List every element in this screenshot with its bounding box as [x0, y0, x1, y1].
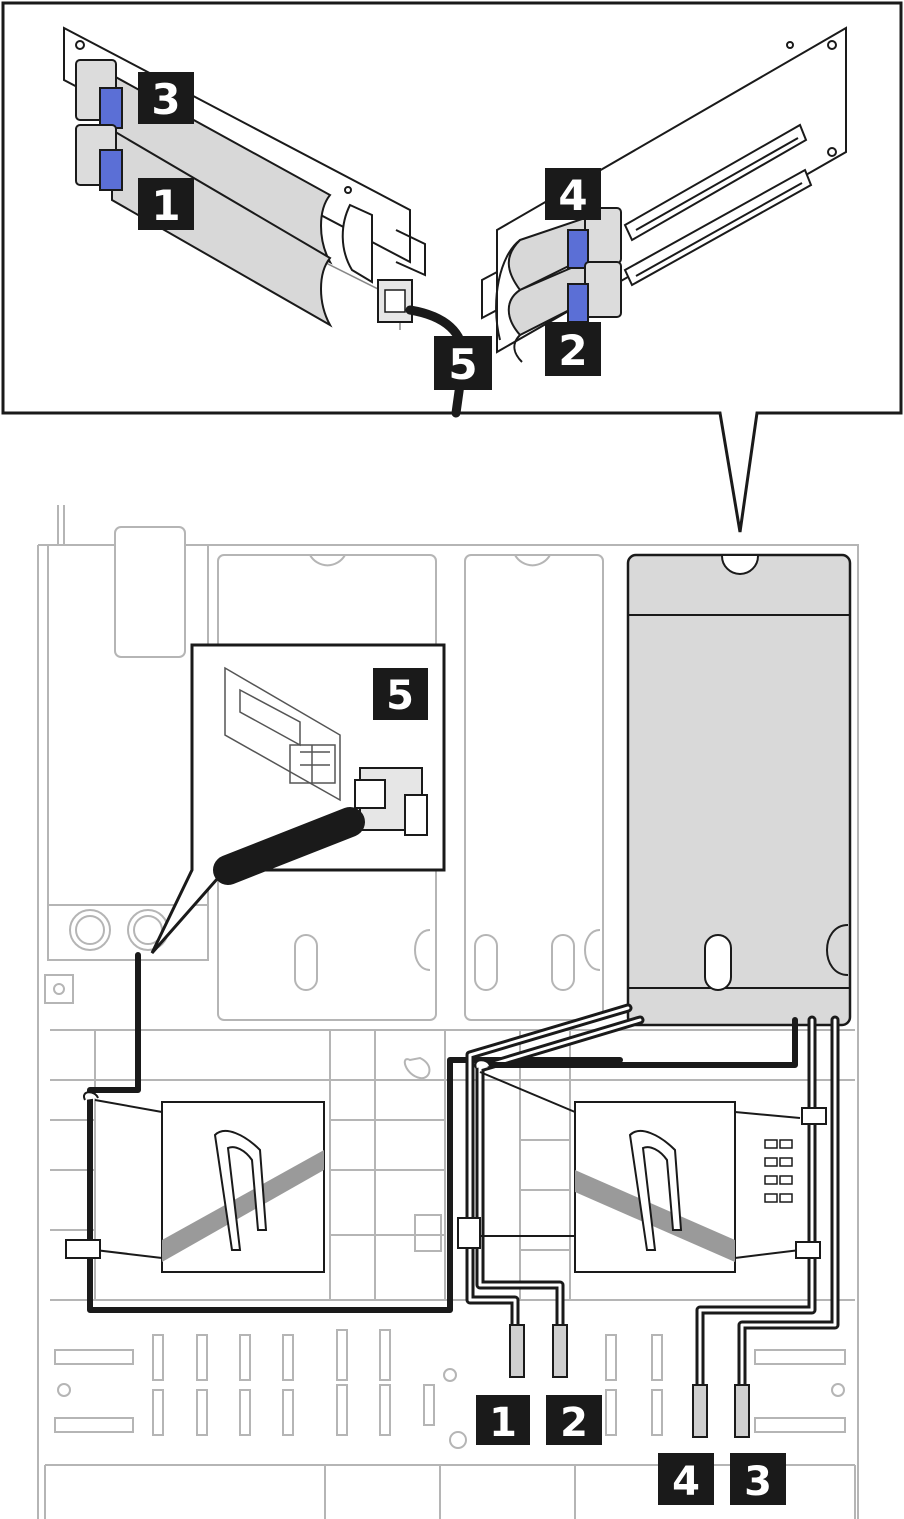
riser-cage-3 [626, 553, 852, 1027]
svg-text:5: 5 [386, 673, 414, 719]
riser-callout: 3 1 4 2 5 [1, 1, 903, 533]
power-cable-route [87, 952, 623, 1313]
connector-1 [75, 124, 123, 191]
dimm-slots [54, 1329, 846, 1449]
power-connector [377, 279, 413, 323]
svg-text:3: 3 [151, 75, 180, 124]
riser-bay-2 [464, 554, 604, 1021]
label-4-top: 4 [545, 168, 601, 220]
cable-end-2 [552, 1324, 568, 1378]
pull-tab-4 [567, 229, 589, 269]
label-1-bottom: 1 [476, 1395, 530, 1446]
fan-hole-left [69, 909, 111, 951]
label-4-bottom: 4 [658, 1453, 714, 1505]
cable-clips [65, 1059, 827, 1259]
power-detail-inset: 5 [150, 643, 446, 954]
svg-text:5: 5 [448, 340, 477, 389]
label-5-top: 5 [434, 336, 492, 390]
cable-end-3 [734, 1384, 750, 1438]
connector-2 [567, 261, 622, 323]
pull-tab-2 [567, 283, 589, 323]
label-2-top: 2 [545, 322, 601, 376]
svg-text:3: 3 [744, 1459, 772, 1505]
heatsink-right [574, 1101, 793, 1273]
svg-text:4: 4 [672, 1459, 700, 1505]
chassis-outline [37, 544, 859, 1519]
heatsink-left [161, 1101, 325, 1273]
cable-4-route [487, 1017, 798, 1068]
label-5-inset: 5 [373, 668, 428, 720]
svg-text:2: 2 [558, 326, 587, 375]
pull-tab-3 [99, 87, 123, 129]
svg-text:1: 1 [489, 1400, 517, 1446]
chassis-cables [87, 952, 840, 1390]
pull-tab-1 [99, 149, 123, 191]
svg-text:1: 1 [151, 181, 180, 230]
label-3-top: 3 [138, 72, 194, 124]
connector-3 [75, 59, 123, 129]
label-2-bottom: 2 [546, 1395, 602, 1446]
cable-end-4 [692, 1384, 708, 1438]
cable-ends [509, 1324, 750, 1438]
inset-power-cable [213, 807, 365, 885]
connector-4 [567, 207, 622, 269]
cable-end-1 [509, 1324, 525, 1378]
label-1-top: 1 [138, 178, 194, 230]
label-3-bottom: 3 [730, 1453, 786, 1505]
svg-text:2: 2 [560, 1400, 588, 1446]
svg-text:4: 4 [558, 171, 587, 220]
